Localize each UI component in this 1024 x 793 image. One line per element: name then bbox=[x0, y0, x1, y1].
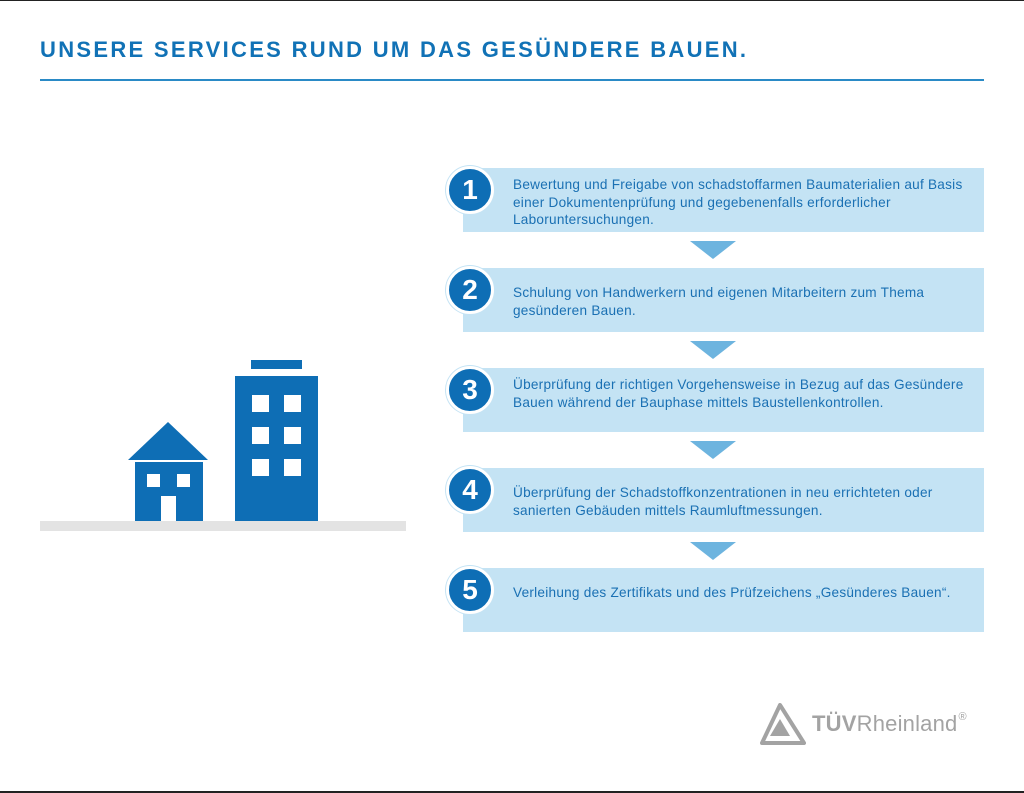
tuv-rheinland-logo: TÜVRheinland® bbox=[760, 703, 990, 745]
step-box-3: Überprüfung der richtigen Vorgehensweise… bbox=[463, 368, 984, 432]
title-underline bbox=[40, 79, 984, 81]
down-arrow-icon bbox=[690, 441, 736, 459]
down-arrow-icon bbox=[690, 341, 736, 359]
step-number-badge-2: 2 bbox=[446, 266, 494, 314]
step-number-badge-4: 4 bbox=[446, 466, 494, 514]
frame-top-border bbox=[0, 0, 1024, 1]
house-icon bbox=[128, 422, 208, 521]
step-box-1: Bewertung und Freigabe von schadstoffarm… bbox=[463, 168, 984, 232]
ground-line bbox=[40, 521, 406, 531]
page-title: UNSERE SERVICES RUND UM DAS GESÜNDERE BA… bbox=[40, 37, 749, 62]
office-building-icon bbox=[235, 360, 318, 521]
logo-wordmark: TÜVRheinland® bbox=[812, 711, 967, 737]
step-box-4: Überprüfung der Schadstoffkonzentratione… bbox=[463, 468, 984, 532]
logo-registered-mark: ® bbox=[958, 711, 967, 723]
step-number-badge-3: 3 bbox=[446, 366, 494, 414]
frame-bottom-border bbox=[0, 791, 1024, 793]
step-box-5: Verleihung des Zertifikats und des Prüfz… bbox=[463, 568, 984, 632]
tuv-triangle-logo-icon bbox=[760, 703, 806, 745]
step-text-5: Verleihung des Zertifikats und des Prüfz… bbox=[513, 585, 951, 600]
step-text-2: Schulung von Handwerkern und eigenen Mit… bbox=[513, 285, 925, 318]
step-text-4: Überprüfung der Schadstoffkonzentratione… bbox=[513, 485, 933, 518]
step-text-3: Überprüfung der richtigen Vorgehensweise… bbox=[513, 377, 964, 410]
step-number-badge-1: 1 bbox=[446, 166, 494, 214]
down-arrow-icon bbox=[690, 542, 736, 560]
logo-brand-rest: Rheinland bbox=[856, 711, 958, 736]
step-number-badge-5: 5 bbox=[446, 566, 494, 614]
logo-brand-bold: TÜV bbox=[812, 711, 857, 736]
buildings-illustration bbox=[40, 360, 406, 531]
step-text-1: Bewertung und Freigabe von schadstoffarm… bbox=[513, 177, 963, 227]
down-arrow-icon bbox=[690, 241, 736, 259]
step-box-2: Schulung von Handwerkern und eigenen Mit… bbox=[463, 268, 984, 332]
